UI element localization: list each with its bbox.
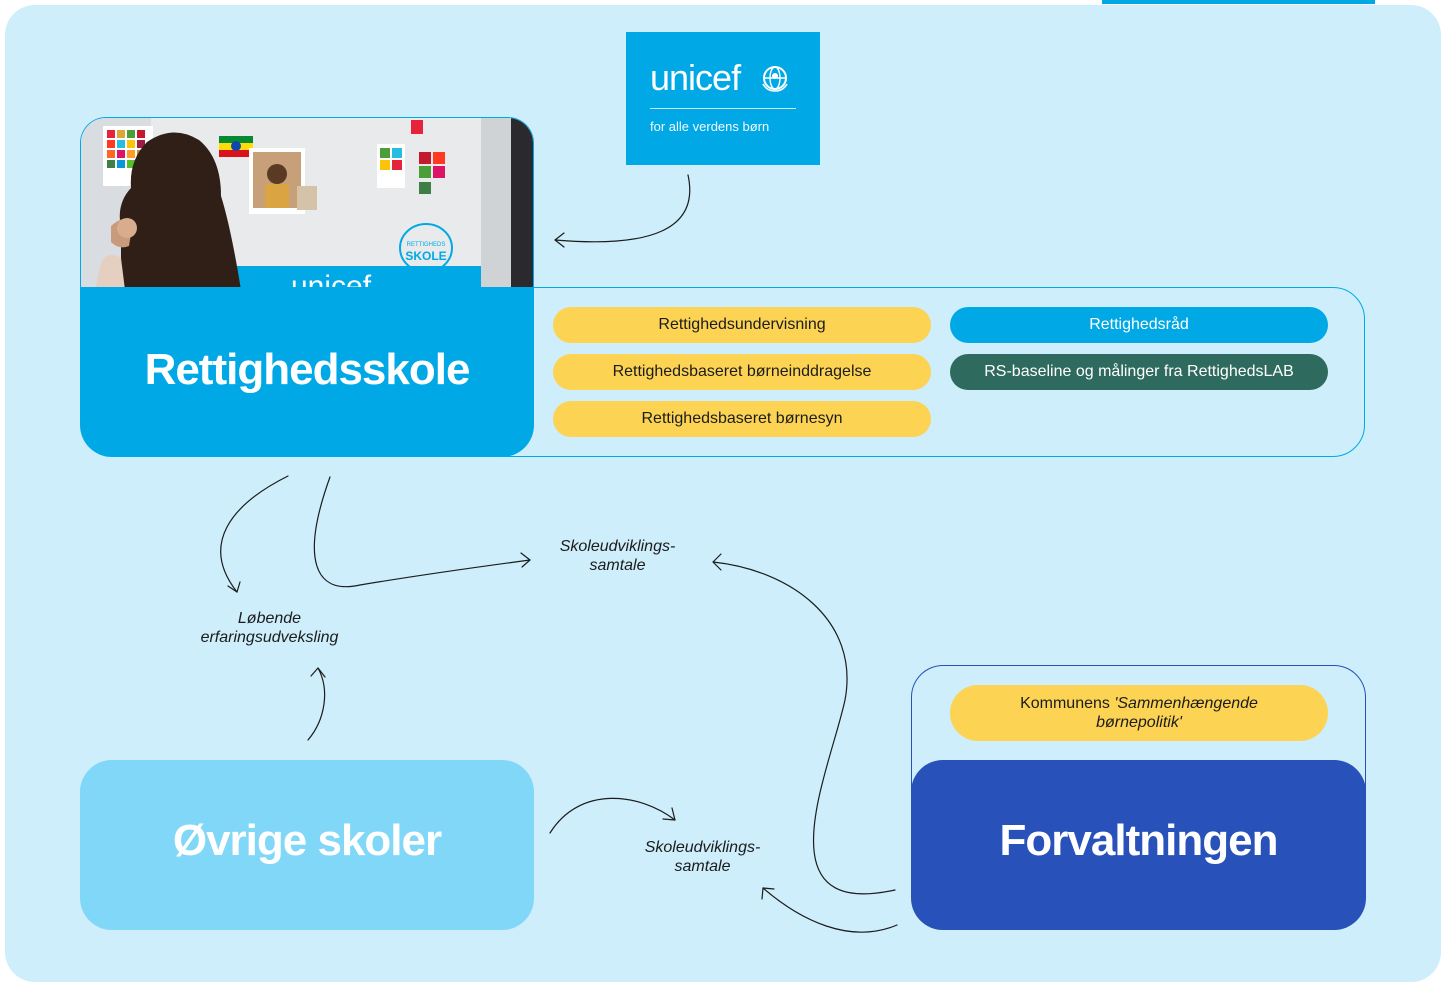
pill-borneinddragelse: Rettighedsbaseret børneinddragelse: [553, 354, 931, 390]
pill-bornepolitik-plain: Kommunens: [1020, 695, 1115, 712]
pill-bornepolitik-italic2: børnepolitik': [1096, 714, 1182, 731]
pill-bornesyn: Rettighedsbaseret børnesyn: [553, 401, 931, 437]
logo-divider: [650, 108, 796, 109]
unicef-tagline: for alle verdens børn: [650, 119, 770, 134]
label-line: samtale: [674, 858, 731, 875]
photo-banner-text: unicef: [291, 270, 372, 289]
arrow-ovrige-to-erfaring: [307, 667, 326, 741]
unicef-globe-icon: [762, 66, 788, 92]
pill-rs-baseline: RS-baseline og målinger fra RettighedsLA…: [950, 354, 1328, 390]
photo-sign-line1: RETTIGHEDS: [407, 242, 446, 248]
classroom-photo: RETTIGHEDS SKOLE unicef: [80, 117, 534, 289]
arrow-unicef-to-rettighedsskole: [554, 174, 691, 243]
label-line: Løbende: [237, 610, 302, 627]
rettighedsskole-title: Rettighedsskole: [144, 345, 471, 394]
top-accent-bar: [1102, 0, 1375, 4]
arrow-fv-to-samtale-bottom: [762, 887, 898, 933]
unicef-wordmark: unicef: [650, 57, 741, 98]
arrow-rs-to-samtale: [313, 476, 531, 588]
label-line: erfaringsudveksling: [200, 629, 339, 646]
arrow-ovrige-to-samtale: [549, 797, 676, 834]
label-line: Skoleudviklings-: [644, 839, 761, 856]
arrow-fv-to-samtale-top: [712, 561, 896, 895]
ovrige-skoler-box: Øvrige skoler: [80, 760, 534, 930]
forvaltningen-panel: Kommunens 'Sammenhængende børnepolitik': [911, 665, 1366, 865]
pill-bornepolitik-italic1: 'Sammenhængende: [1114, 695, 1258, 712]
photo-sign-line2: SKOLE: [405, 249, 446, 263]
pill-bornepolitik: Kommunens 'Sammenhængende børnepolitik': [950, 685, 1328, 741]
rettighedsskole-box: Rettighedsskole: [80, 287, 534, 457]
label-line: samtale: [589, 557, 646, 574]
label-skoleudviklingssamtale-top: Skoleudviklings- samtale: [530, 537, 705, 575]
unicef-logo: unicef for alle verdens børn: [626, 32, 820, 165]
arrow-rs-to-erfaring: [220, 475, 289, 593]
rettighedsskole-elements-panel: Rettighedsundervisning Rettighedsbaseret…: [505, 287, 1365, 457]
forvaltningen-box: Forvaltningen: [911, 760, 1366, 930]
ovrige-skoler-title: Øvrige skoler: [172, 816, 442, 865]
label-skoleudviklingssamtale-bottom: Skoleudviklings- samtale: [615, 838, 790, 876]
label-erfaringsudveksling: Løbende erfaringsudveksling: [172, 609, 367, 647]
label-line: Skoleudviklings-: [559, 538, 676, 555]
pill-rettighedsrad: Rettighedsråd: [950, 307, 1328, 343]
forvaltningen-title: Forvaltningen: [999, 816, 1279, 865]
pill-rettighedsundervisning: Rettighedsundervisning: [553, 307, 931, 343]
